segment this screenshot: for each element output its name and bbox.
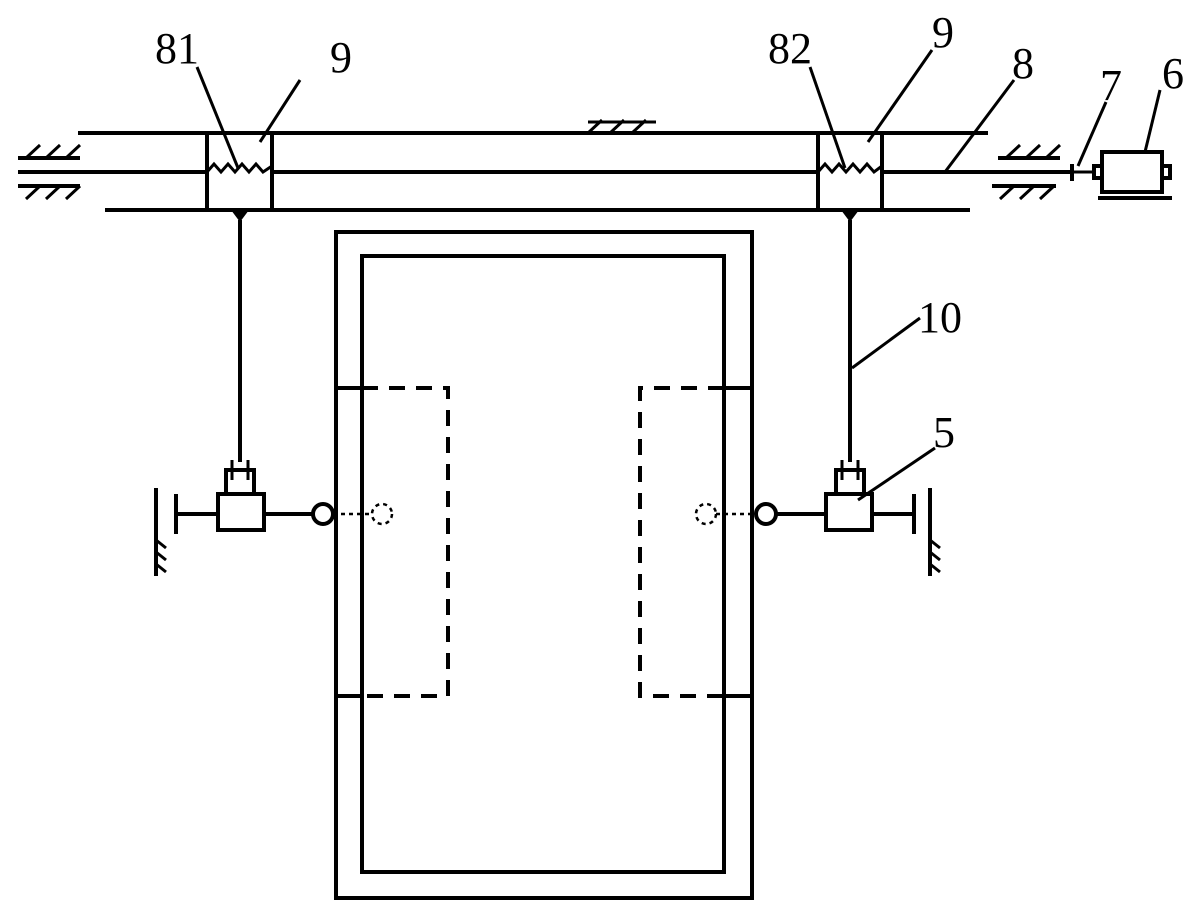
label-82: 82 — [768, 24, 812, 73]
nut-block-right — [816, 133, 884, 222]
label-10: 10 — [918, 293, 962, 342]
leader-lines — [195, 49, 1162, 502]
hidden-part-left — [362, 386, 450, 698]
clamp-unit-right — [694, 460, 941, 576]
frame — [334, 230, 754, 900]
hidden-part-right — [638, 386, 724, 698]
coupling — [1070, 164, 1094, 181]
motor — [1092, 150, 1172, 200]
label-81: 81 — [155, 24, 199, 73]
label-7: 7 — [1100, 61, 1122, 110]
label-6: 6 — [1162, 49, 1184, 98]
label-5: 5 — [933, 408, 955, 457]
clamp-unit-left — [154, 460, 394, 576]
label-8: 8 — [1012, 39, 1034, 88]
right-bearing-support — [992, 143, 1062, 201]
nut-block-left — [205, 133, 274, 222]
top-beam — [18, 131, 1070, 212]
label-9-left: 9 — [330, 33, 352, 82]
left-bearing-support — [18, 143, 82, 201]
top-beam-ground-symbol — [586, 118, 656, 135]
label-9-right: 9 — [932, 8, 954, 57]
